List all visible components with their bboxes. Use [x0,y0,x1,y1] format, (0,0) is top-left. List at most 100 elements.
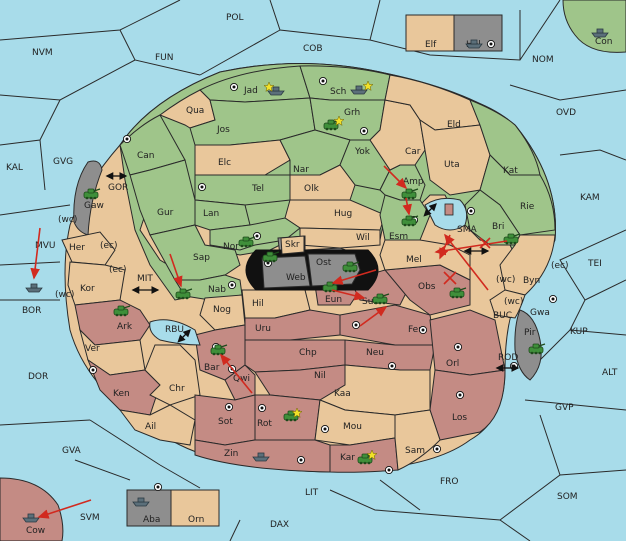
label-con: Con [595,37,613,47]
region-esm[interactable] [379,194,431,241]
supply-center-icon [359,126,369,136]
supply-center-icon [197,182,207,192]
supply-center-icon [466,206,476,216]
label-fun: FUN [155,53,174,63]
label-sch: Sch [330,87,346,97]
label-dax: DAX [270,520,289,530]
region-pir[interactable] [514,309,542,381]
label-zin: Zin [224,449,238,459]
label-bri: Bri [492,222,504,232]
order-arrow-icon [383,165,408,190]
label-pol: POL [226,13,244,23]
label-ken: Ken [113,389,130,399]
coast-kor-wc: (wc) [55,290,74,300]
supply-center-icon [224,402,234,412]
region-tel[interactable] [194,174,291,206]
supply-center-icon [122,134,132,144]
label-byn: Byn [523,276,540,286]
label-rod: ROD [498,353,518,363]
supply-center-icon [455,390,465,400]
label-jad: Jad [243,86,258,96]
label-eld: Eld [447,120,461,130]
region-sam[interactable] [394,409,441,471]
label-kup: KUP [570,327,588,337]
label-gur: Gur [157,208,174,218]
label-gor: GOR [108,183,128,193]
label-nil: Nil [314,371,326,381]
failed-order-cross-icon [443,271,457,285]
label-ark: Ark [117,322,133,332]
label-gwa: Gwa [530,308,550,318]
region-chr[interactable] [144,344,201,406]
label-tei: TEI [587,259,602,269]
region-elf[interactable] [405,14,455,52]
label-qua: Qua [186,106,204,116]
region-aba[interactable] [126,489,172,527]
region-gwa[interactable] [489,289,526,319]
supply-center-icon [153,482,163,492]
label-skr: Skr [285,240,300,250]
label-mel: Mel [406,255,422,265]
label-kam: KAM [580,193,600,203]
label-kaa: Kaa [334,389,351,399]
label-svm: SVM [80,513,100,523]
label-nab: Nab [208,285,226,295]
label-mvu: MVU [35,241,56,251]
supply-center-icon [351,320,361,330]
supply-center-icon [257,403,267,413]
label-her: Her [69,243,85,253]
region-con[interactable] [562,0,626,53]
order-arrow-icon [37,499,92,519]
region-ken[interactable] [86,358,161,416]
label-gaw: Gaw [84,201,104,211]
label-uta: Uta [444,160,460,170]
fleet-icon[interactable] [25,283,43,293]
region-jad[interactable] [199,65,311,103]
region-orn[interactable] [170,489,220,527]
two-way-arrow-icon [177,329,191,343]
label-rot: Rot [257,419,272,429]
label-lan: Lan [203,209,219,219]
label-gva: GVA [62,446,82,456]
label-los: Los [452,413,467,423]
region-her[interactable] [61,231,116,266]
label-kor: Kor [80,284,95,294]
label-chp: Chp [299,348,317,358]
label-chr: Chr [169,384,185,394]
label-sam: Sam [405,446,425,456]
order-arrow-icon [359,306,388,327]
region-byn[interactable] [499,234,556,296]
label-ost: Ost [316,258,332,268]
units [22,28,609,523]
order-arrow-icon [402,197,412,216]
order-arrow-icon [331,269,377,285]
supply-center-icon [320,424,330,434]
label-sma: SMA [457,225,477,235]
label-feu: Feu [408,325,424,335]
label-fro: FRO [440,477,459,487]
region-cow[interactable] [0,477,64,541]
label-elf: Elf [425,40,437,50]
supply-center-icon [252,231,262,241]
region-qwi[interactable] [224,364,256,401]
supply-center-icon [387,361,397,371]
label-alt: ALT [602,368,618,378]
label-pir: Pir [524,328,536,338]
label-ver: Ver [85,344,100,354]
label-bor: BOR [22,306,41,316]
fleet-icon[interactable] [444,203,454,216]
label-hil: Hil [252,299,264,309]
label-eun: Eun [325,295,342,305]
land-labels: Jad Sch Qua Jos Grh Eld Can Elc Nar Yok … [55,86,569,463]
label-aba: Aba [143,515,160,525]
coast-gwa-wc: (wc) [504,297,523,307]
label-olk: Olk [304,184,320,194]
label-obs: Obs [418,282,436,292]
region-ail[interactable] [118,404,196,446]
two-way-arrow-icon [423,203,437,217]
label-bar: Bar [204,363,220,373]
order-arrow-icon [444,233,489,291]
region-los[interactable] [429,369,506,441]
label-gvp: GVP [555,403,574,413]
